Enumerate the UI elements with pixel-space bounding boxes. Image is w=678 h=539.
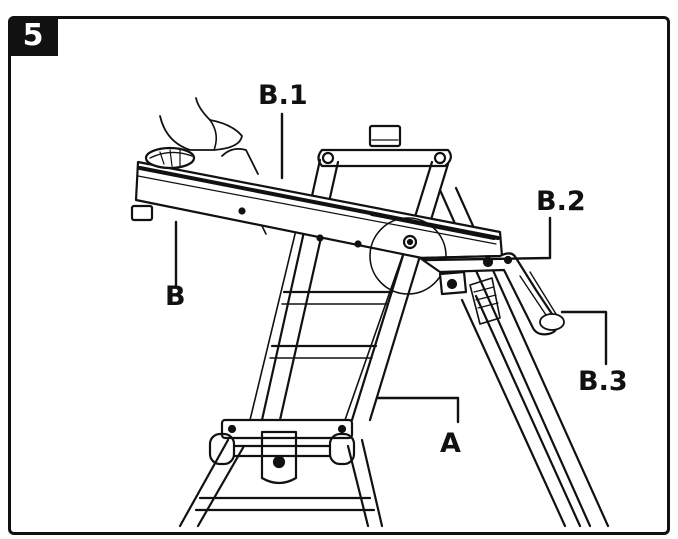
leader-b3 <box>560 310 608 366</box>
callout-b: B <box>165 281 186 312</box>
main-frame-a <box>178 124 452 528</box>
callout-b1: B.1 <box>258 80 308 111</box>
callout-b3: B.3 <box>578 366 628 397</box>
leader-lines <box>174 112 608 424</box>
arm-b <box>130 97 565 336</box>
leader-b2 <box>422 216 552 262</box>
illustration-frame <box>8 16 670 535</box>
callout-b2: B.2 <box>536 186 586 217</box>
step-number-badge: 5 <box>8 16 58 56</box>
leader-a <box>376 396 460 424</box>
callout-a: A <box>440 428 461 459</box>
